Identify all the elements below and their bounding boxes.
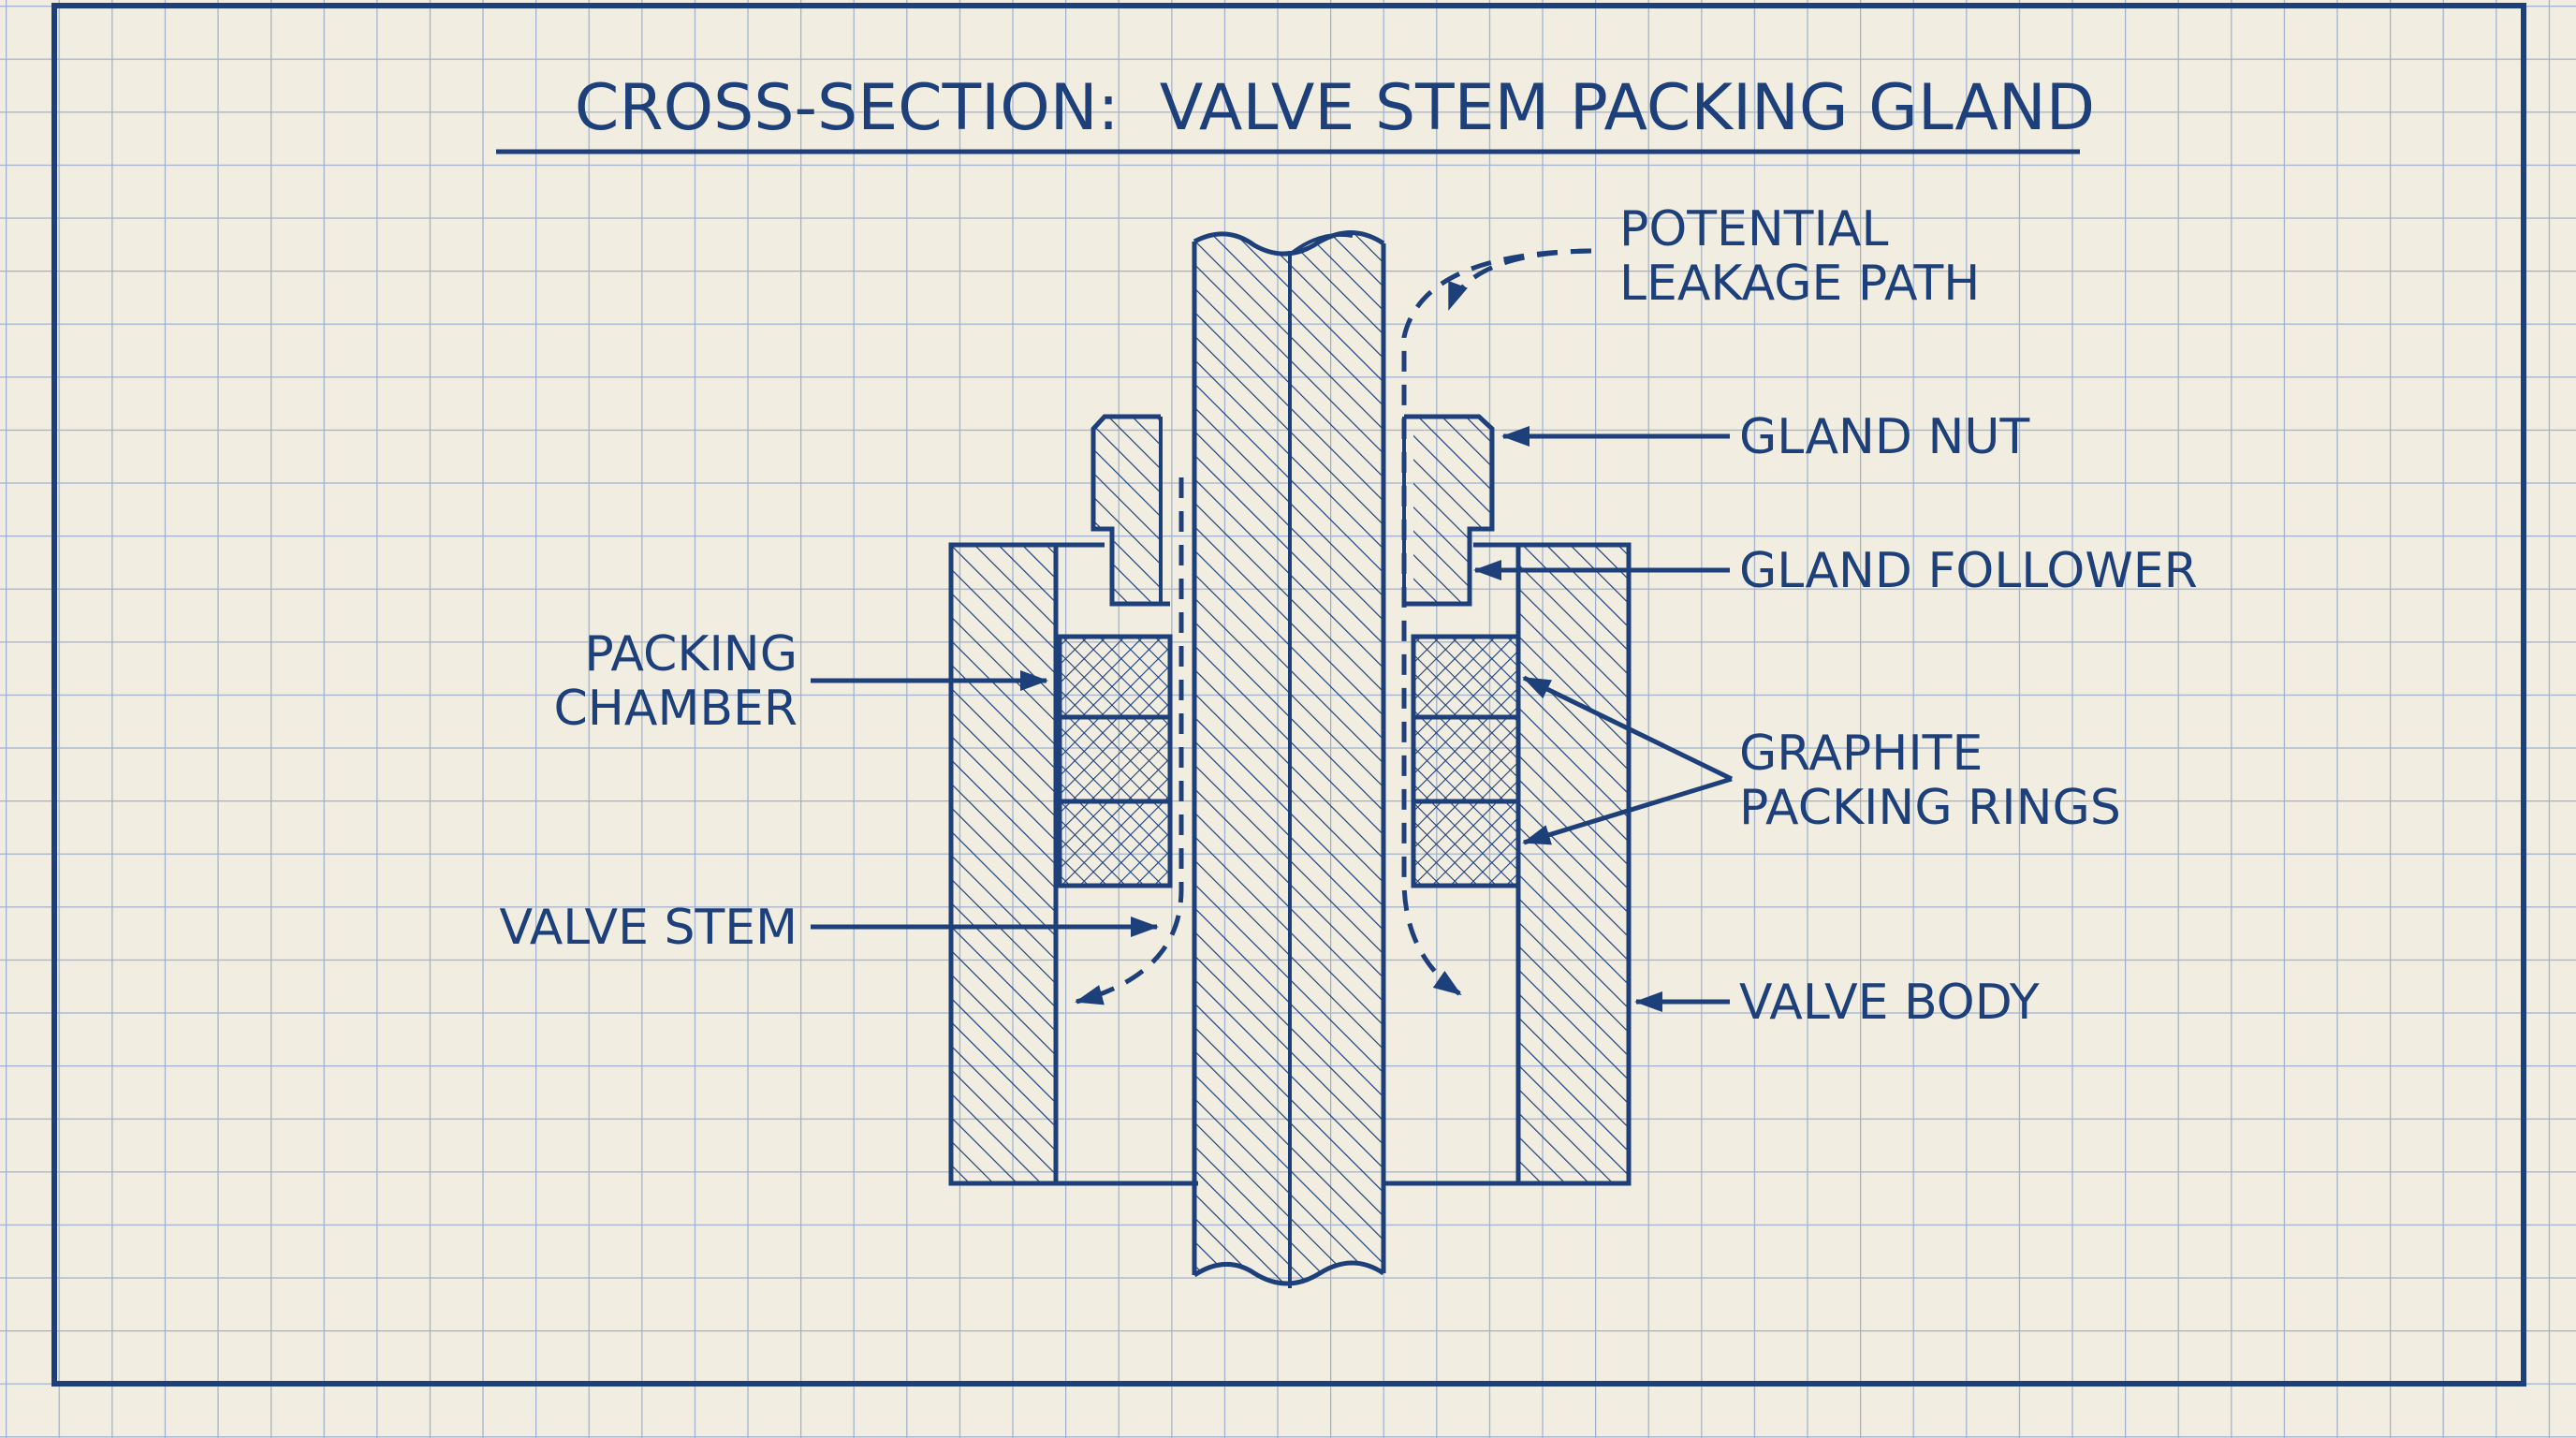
label-valve-stem: VALVE STEM bbox=[499, 900, 798, 956]
label-gland-follower: GLAND FOLLOWER bbox=[1739, 543, 2198, 599]
label-packing: PACKING bbox=[584, 626, 798, 682]
sheet-border bbox=[51, 3, 2526, 1387]
label-potential: POTENTIAL bbox=[1619, 201, 1888, 257]
label-leakage-path: LEAKAGE PATH bbox=[1619, 256, 1980, 312]
label-graphite: GRAPHITE bbox=[1739, 726, 1983, 782]
valve-body bbox=[948, 542, 1632, 1186]
leader-arrows bbox=[811, 426, 1734, 1012]
graphite-packing-rings bbox=[1057, 634, 1521, 888]
label-packing-rings: PACKING RINGS bbox=[1739, 780, 2121, 836]
diagram-title: CROSS-SECTION: VALVE STEM PACKING GLAND bbox=[575, 71, 2095, 145]
valve-stem bbox=[1192, 230, 1386, 1288]
label-gland-nut: GLAND NUT bbox=[1739, 409, 2029, 465]
leakage-path-lines bbox=[1075, 248, 1592, 1005]
label-valve-body: VALVE BODY bbox=[1739, 975, 2040, 1031]
label-chamber: CHAMBER bbox=[553, 681, 798, 737]
